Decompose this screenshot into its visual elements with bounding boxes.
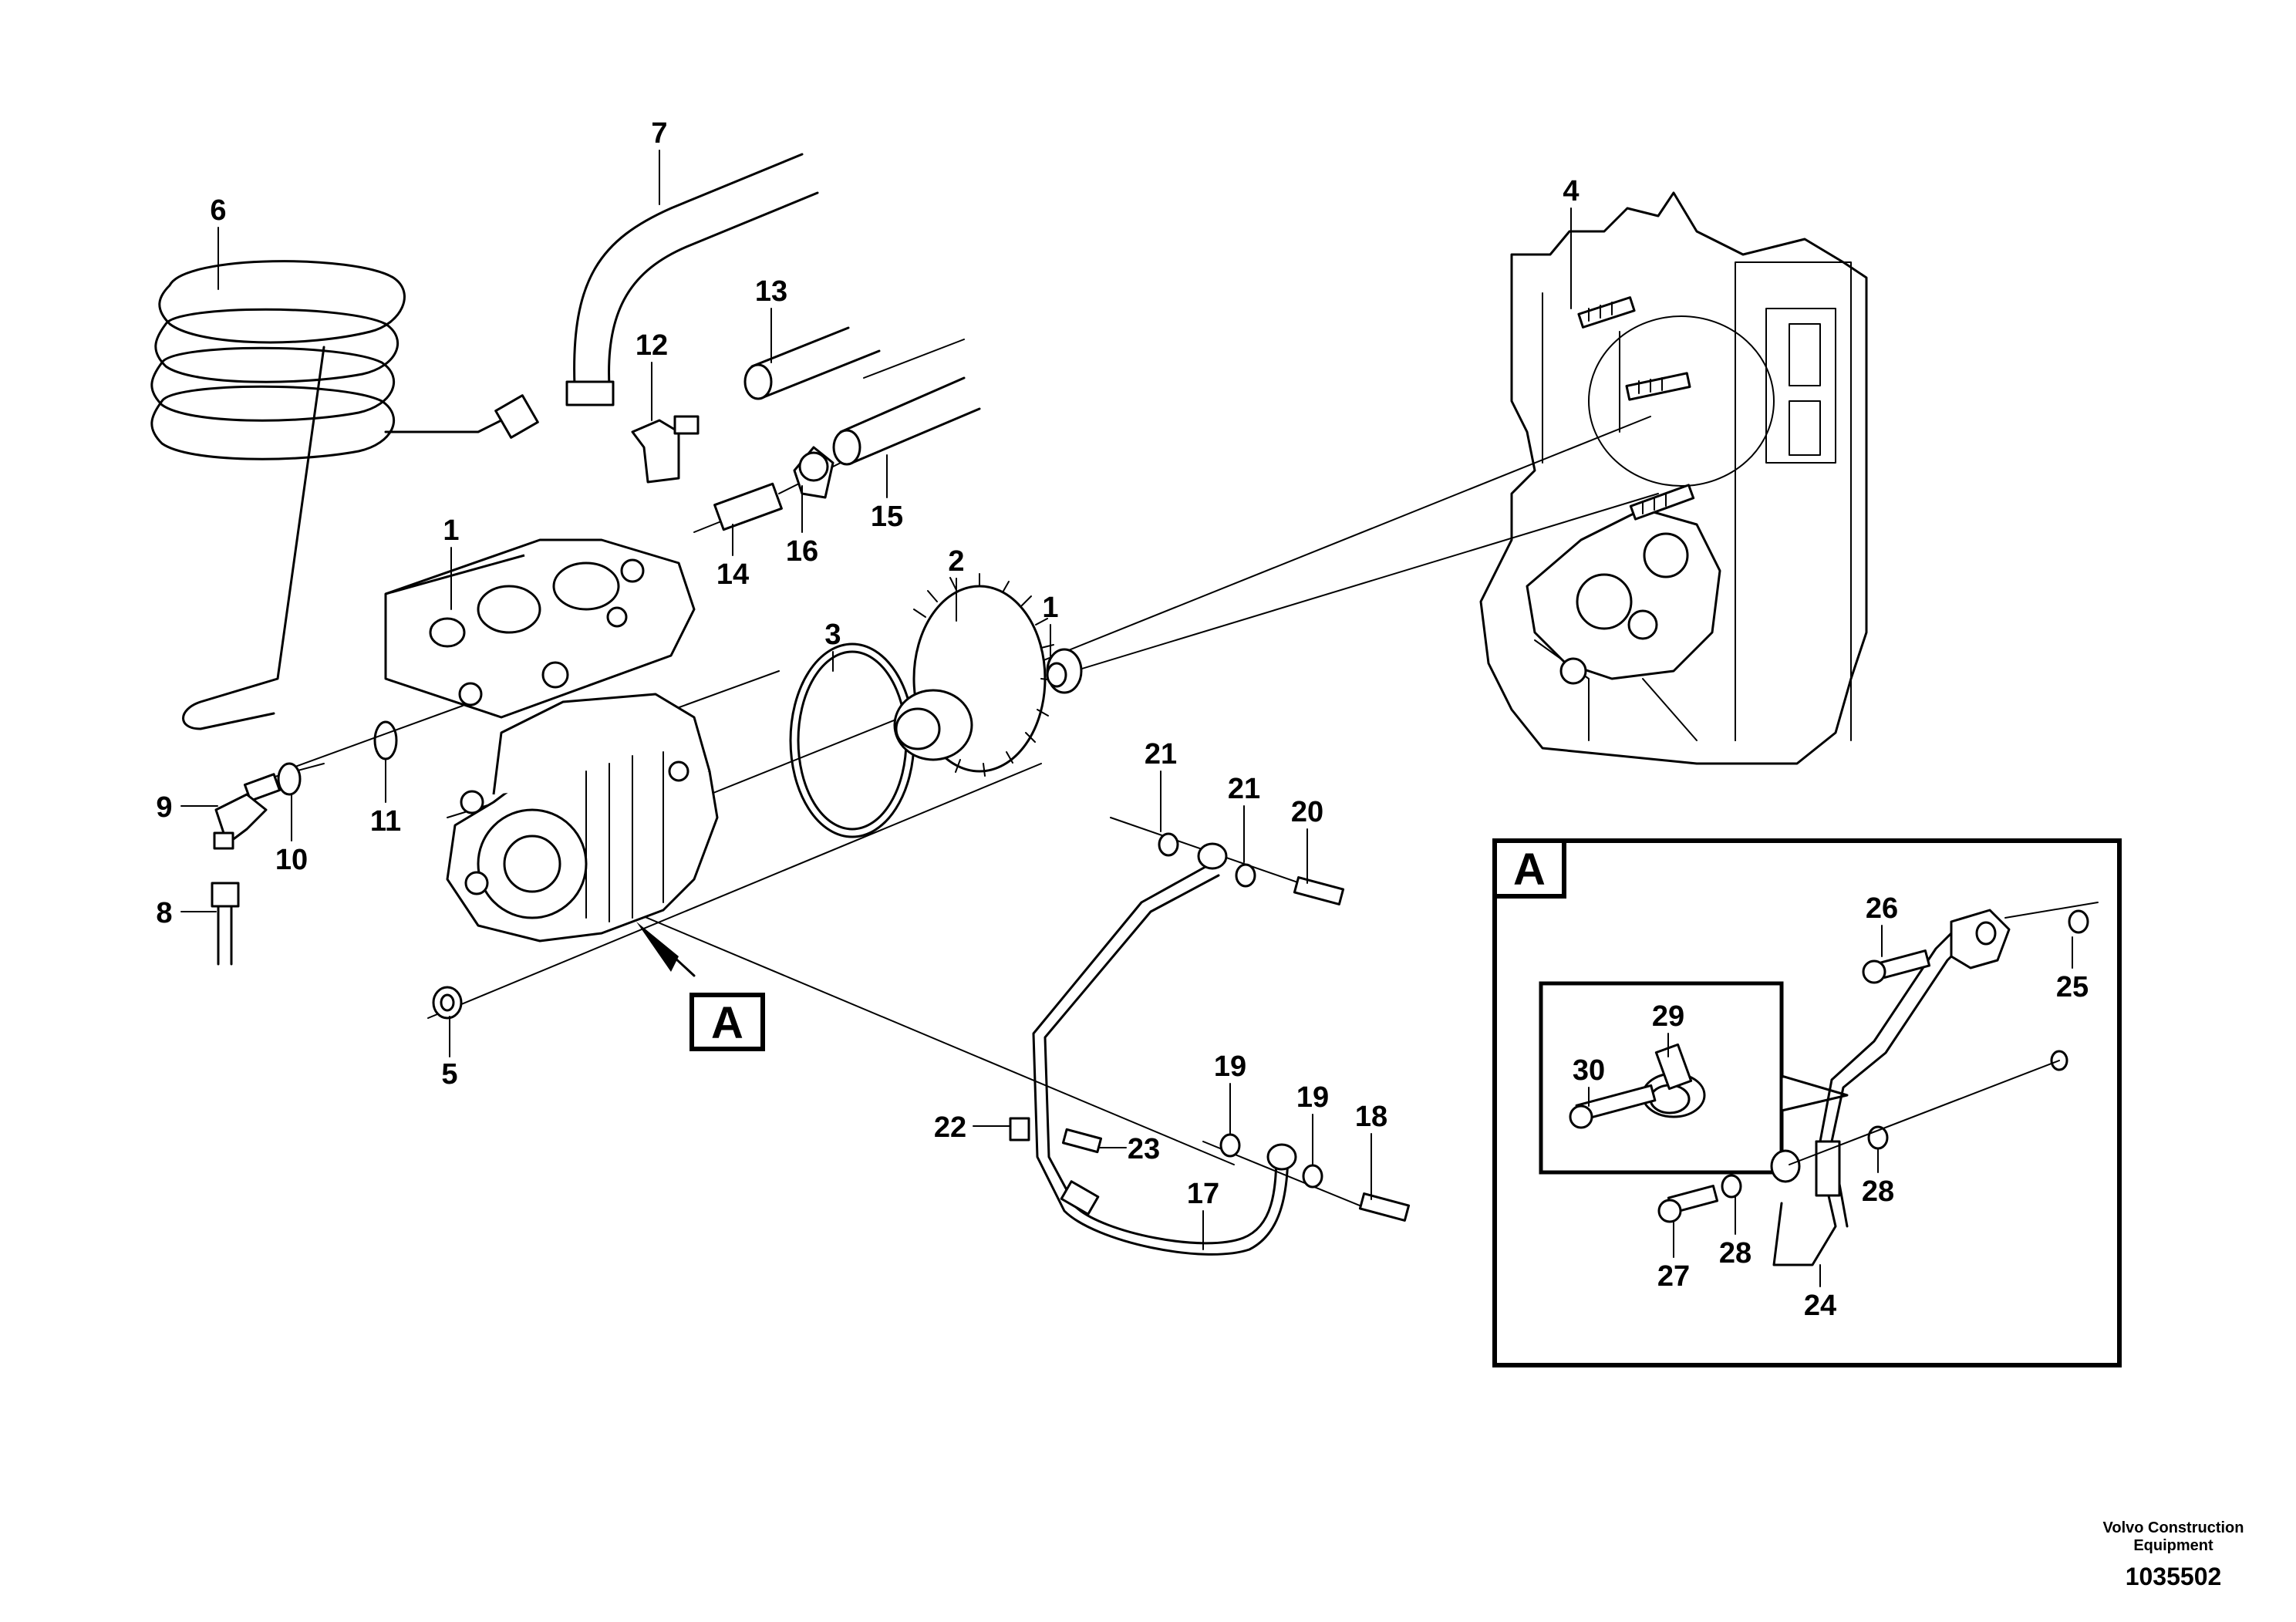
callout-15: 15 xyxy=(871,501,903,533)
detail-box-label: A xyxy=(1513,845,1546,895)
callout-20: 20 xyxy=(1291,796,1323,828)
stud-bolts xyxy=(1577,296,1695,521)
callout-8: 8 xyxy=(156,897,172,929)
callout-1a: 1 xyxy=(443,514,459,547)
assembly-axis-lines xyxy=(265,339,1659,1212)
callout-27: 27 xyxy=(1657,1260,1690,1293)
callout-13: 13 xyxy=(755,275,787,308)
callout-28a: 28 xyxy=(1862,1175,1894,1208)
callout-16: 16 xyxy=(786,535,818,568)
air-compressor xyxy=(384,538,719,943)
callout-5: 5 xyxy=(441,1058,457,1091)
footer-line2: Equipment xyxy=(2133,1537,2213,1554)
drive-gear xyxy=(893,573,1054,777)
callout-11: 11 xyxy=(370,805,401,838)
nut xyxy=(1046,648,1083,694)
callout-24: 24 xyxy=(1804,1290,1836,1322)
footer-doc-number: 1035502 xyxy=(2126,1563,2222,1590)
callout-28b: 28 xyxy=(1719,1237,1752,1270)
tube-15 xyxy=(832,376,981,466)
callout-3: 3 xyxy=(824,619,841,651)
callout-23: 23 xyxy=(1128,1133,1160,1165)
callout-4: 4 xyxy=(1563,175,1579,207)
callout-7: 7 xyxy=(651,117,667,150)
footer: Volvo Construction Equipment 1035502 xyxy=(2103,1519,2244,1590)
left-fittings xyxy=(211,720,398,966)
callout-21a: 21 xyxy=(1145,738,1177,771)
engine-block xyxy=(1479,191,1868,765)
coiled-pipe xyxy=(150,260,539,730)
callout-17: 17 xyxy=(1187,1178,1219,1210)
callout-29: 29 xyxy=(1652,1000,1684,1033)
callout-21b: 21 xyxy=(1228,773,1260,805)
callout-1b: 1 xyxy=(1042,592,1058,624)
oil-pipe xyxy=(1009,842,1297,1256)
callout-12: 12 xyxy=(636,329,668,362)
callout-25: 25 xyxy=(2056,971,2089,1003)
view-marker-a: A xyxy=(636,922,765,1051)
callout-30: 30 xyxy=(1573,1054,1605,1087)
detail-box-a: A 26 25 29 30 xyxy=(1492,838,2122,1367)
footer-line1: Volvo Construction xyxy=(2103,1519,2244,1536)
callout-18: 18 xyxy=(1355,1101,1387,1133)
callout-6: 6 xyxy=(210,194,226,227)
nut-5 xyxy=(432,986,463,1020)
callout-9: 9 xyxy=(156,791,172,824)
callout-19a: 19 xyxy=(1214,1050,1246,1083)
hose xyxy=(565,153,819,406)
callout-22: 22 xyxy=(934,1111,966,1144)
callout-2: 2 xyxy=(948,545,964,578)
tube-13 xyxy=(743,326,881,400)
callouts: 1 1 2 3 4 5 6 7 8 9 10 11 12 13 14 15 16 xyxy=(156,117,1580,1250)
o-ring xyxy=(789,642,915,838)
fittings-18-23 xyxy=(1061,832,1411,1222)
small-fittings xyxy=(631,415,834,531)
callout-26: 26 xyxy=(1866,892,1898,925)
view-marker-label: A xyxy=(711,998,743,1048)
callout-19b: 19 xyxy=(1296,1081,1329,1114)
callout-10: 10 xyxy=(275,844,308,876)
callout-14: 14 xyxy=(716,558,749,591)
